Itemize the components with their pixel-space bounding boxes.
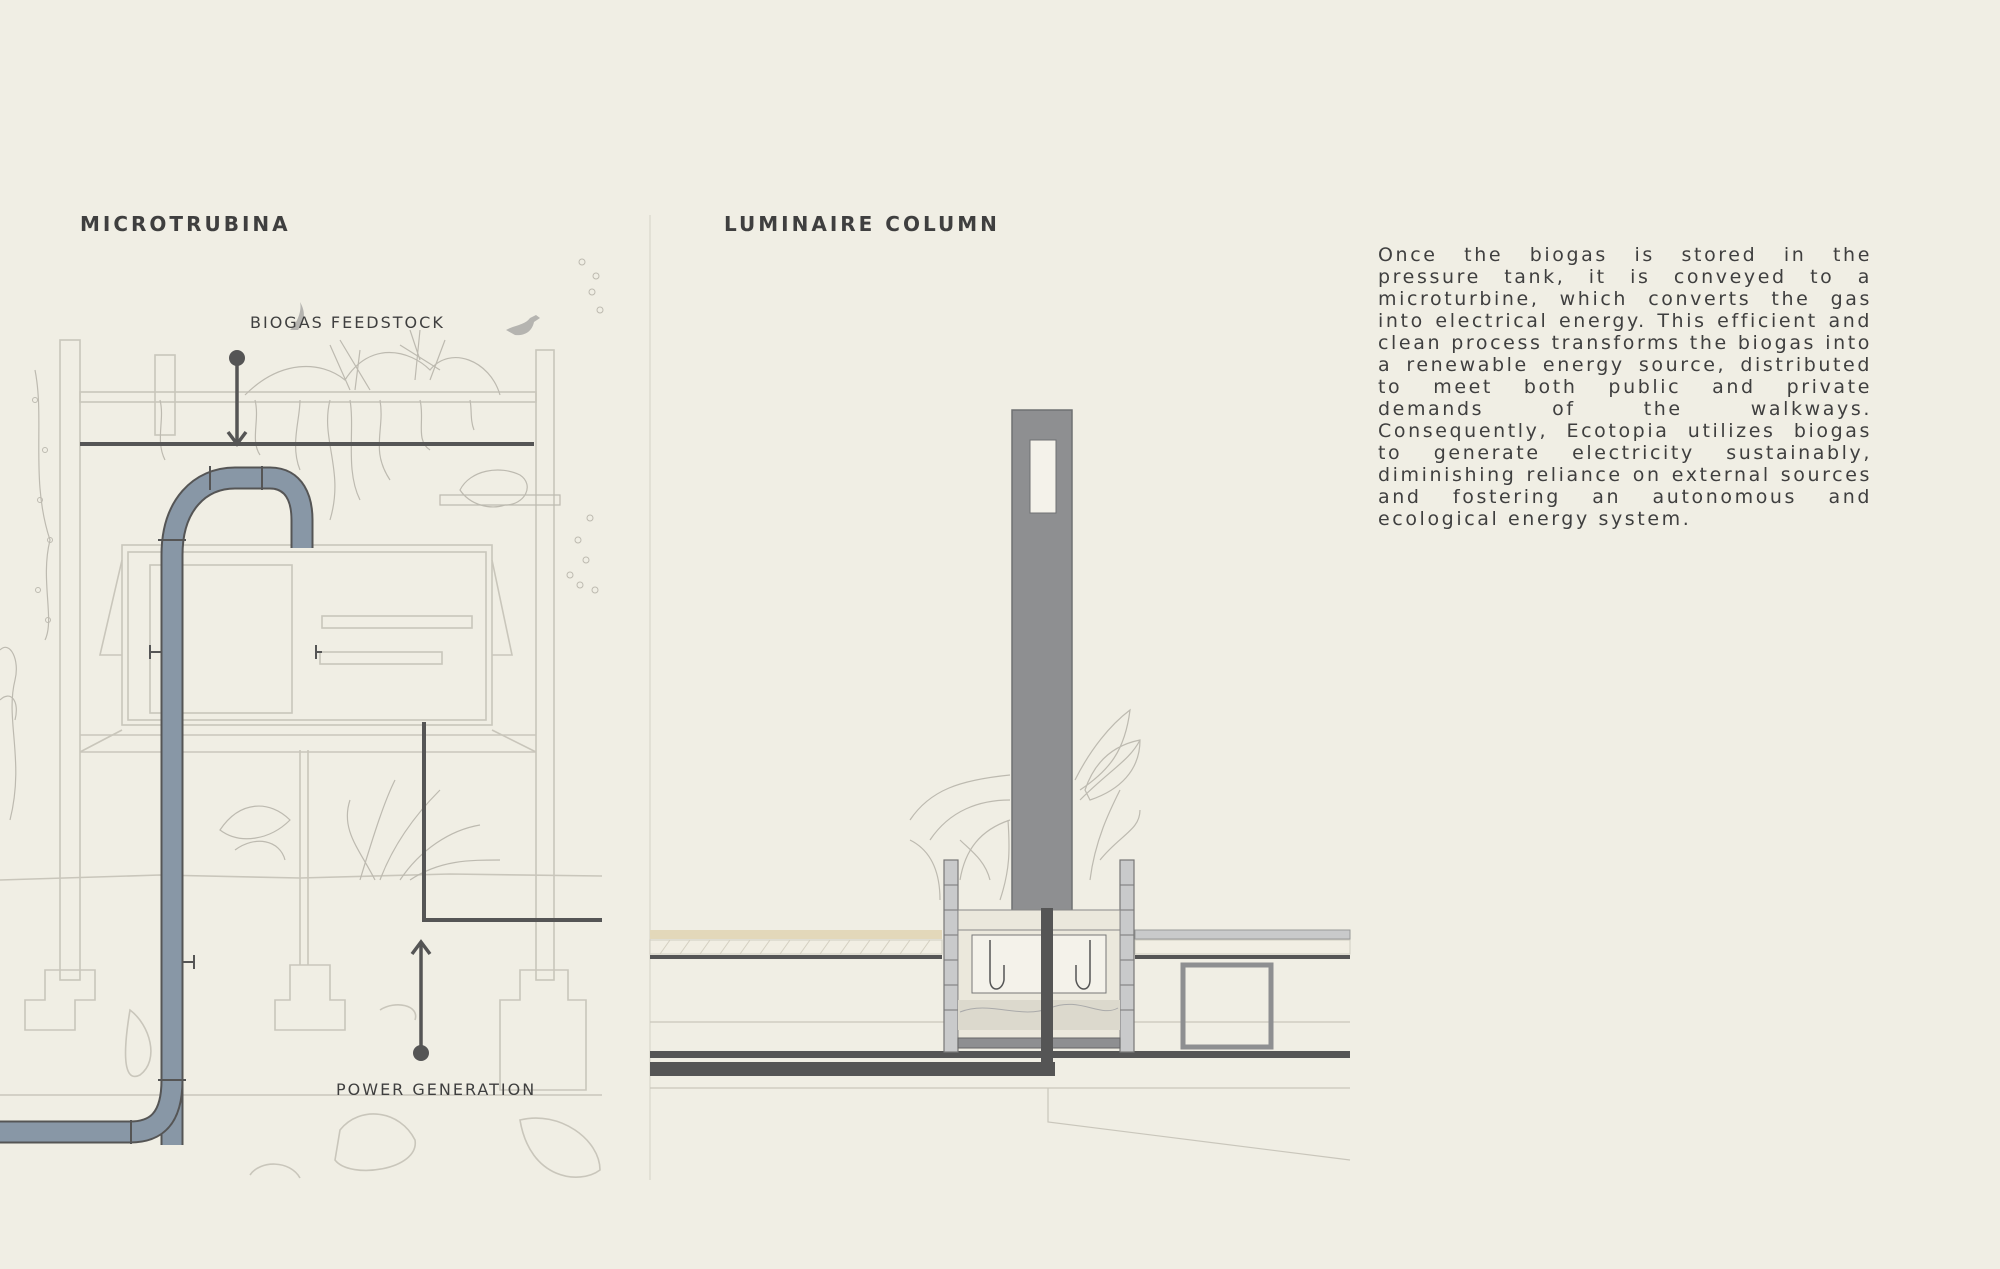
ground-layers <box>649 929 1351 1161</box>
biogas-feedstock-label: BIOGAS FEEDSTOCK <box>250 313 445 332</box>
power-arrow <box>410 939 432 1053</box>
cable-conduit <box>1041 908 1053 1076</box>
planter-box <box>943 859 1135 1053</box>
luminaire-column-title: LUMINAIRE COLUMN <box>724 212 1000 236</box>
vegetation-right <box>909 708 1141 901</box>
bird-icon <box>290 302 540 336</box>
microturbine-title: MICROTRUBINA <box>80 212 291 236</box>
power-line <box>422 722 602 922</box>
description-text: Once the biogas is stored in the pressur… <box>1378 244 1872 530</box>
luminaire-window <box>1029 439 1057 514</box>
biogas-pipe <box>0 466 322 1145</box>
gravel-dots <box>32 258 604 623</box>
microturbine-structure <box>0 339 603 1179</box>
feedstock-arrow <box>226 358 248 447</box>
bench <box>1180 962 1274 1050</box>
power-dot <box>413 1045 429 1061</box>
feedstock-dot <box>229 350 245 366</box>
vegetation-left <box>0 329 561 881</box>
power-generation-label: POWER GENERATION <box>336 1080 537 1099</box>
